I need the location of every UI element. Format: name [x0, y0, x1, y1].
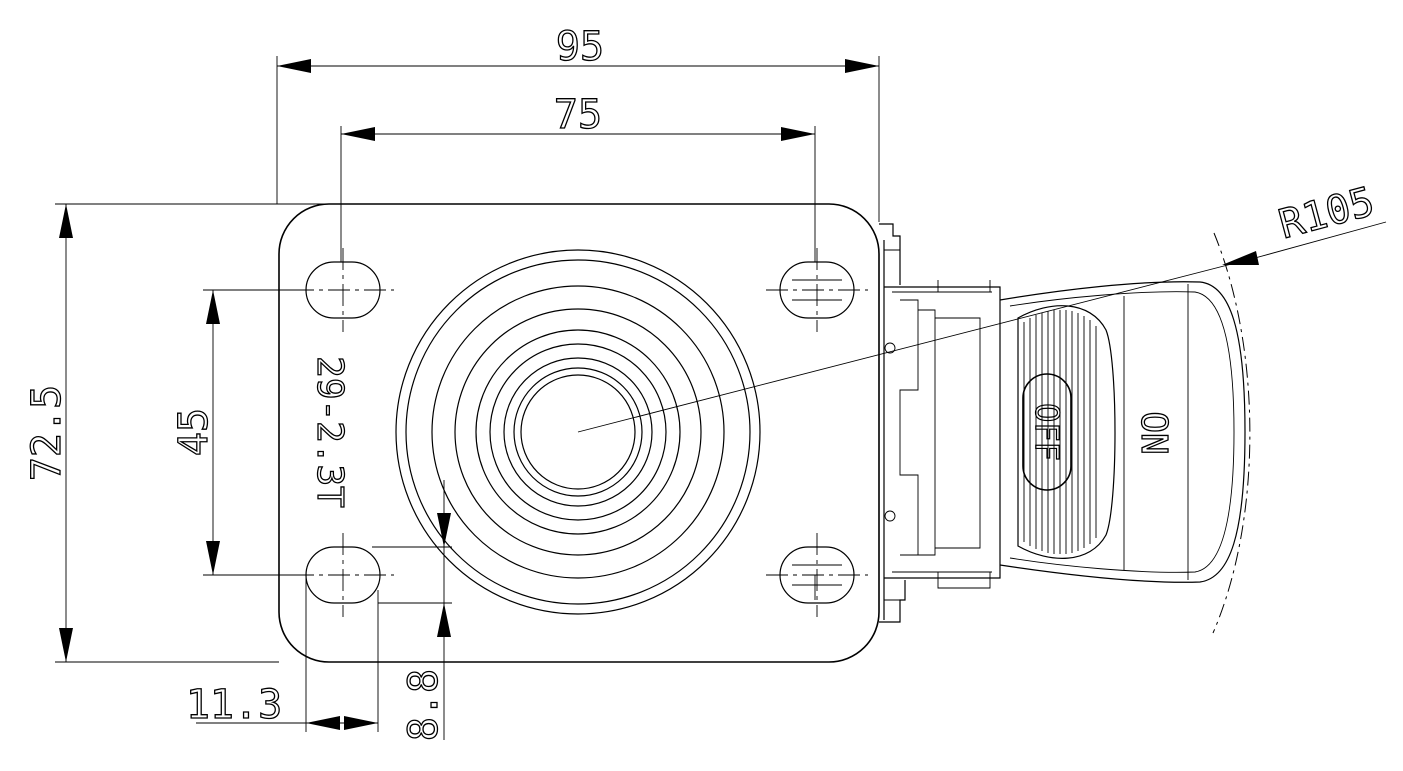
mounting-hole-top-right	[766, 248, 868, 332]
swivel-bearing-rings	[395, 249, 761, 615]
mounting-hole-bottom-right	[766, 533, 868, 617]
dimension-lines	[55, 56, 1387, 740]
mounting-hole-top-left	[292, 248, 394, 332]
dim-wheel-offset: 8.8	[401, 669, 447, 741]
brake-assembly	[879, 223, 1246, 623]
brake-on-label: ON	[1133, 411, 1174, 454]
dim-hole-spacing-x: 75	[554, 92, 602, 138]
part-labels: 29-2.3T OFF ON	[308, 355, 1174, 508]
plate-marking-label: 29-2.3T	[309, 356, 350, 508]
pedal-ribs	[1023, 310, 1097, 554]
dim-hole-offset-x: 11.3	[186, 682, 282, 728]
dimension-texts: 95 75 72.5 45 11.3 8.8 R105	[23, 23, 1379, 741]
brake-off-label: OFF	[1028, 403, 1066, 461]
mounting-hole-bottom-left	[292, 533, 394, 617]
dim-hole-spacing-y: 45	[171, 408, 217, 456]
top-plate	[278, 203, 880, 663]
dim-overall-width: 95	[556, 24, 604, 70]
dim-brake-radius: R105	[1274, 179, 1379, 248]
mounting-holes	[292, 248, 868, 617]
dim-overall-height: 72.5	[24, 385, 70, 481]
